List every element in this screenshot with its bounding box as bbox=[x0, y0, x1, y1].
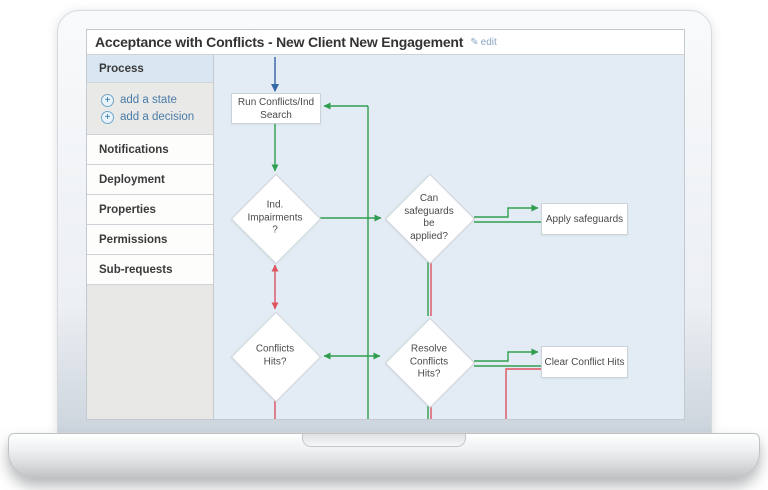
sidebar-item-notifications[interactable]: Notifications bbox=[87, 135, 213, 165]
node-label: Can safeguards be applied? bbox=[404, 193, 454, 242]
edit-label: edit bbox=[480, 36, 497, 48]
node-ind-impairments[interactable]: Ind. Impairments ? bbox=[230, 173, 322, 265]
node-label: Apply safeguards bbox=[545, 213, 624, 225]
add-state-label: add a state bbox=[120, 94, 177, 106]
flow-connectors bbox=[271, 57, 544, 419]
sidebar-add-panel: + add a state + add a decision bbox=[87, 83, 213, 135]
node-apply-safeguards[interactable]: Apply safeguards bbox=[541, 203, 628, 235]
sidebar-filler bbox=[87, 285, 213, 419]
laptop-base bbox=[8, 433, 760, 478]
sidebar: Process + add a state + add a decision N… bbox=[87, 55, 214, 419]
sidebar-item-deployment[interactable]: Deployment bbox=[87, 165, 213, 195]
laptop-screen: Acceptance with Conflicts - New Client N… bbox=[57, 10, 712, 433]
add-decision-label: add a decision bbox=[120, 111, 195, 123]
page-title: Acceptance with Conflicts - New Client N… bbox=[95, 34, 464, 50]
sidebar-item-properties[interactable]: Properties bbox=[87, 195, 213, 225]
workflow-canvas[interactable]: Run Conflicts/Ind Search Ind. Impairment… bbox=[214, 55, 684, 419]
node-label: Run Conflicts/Ind Search bbox=[237, 96, 315, 121]
node-can-safeguards[interactable]: Can safeguards be applied? bbox=[384, 173, 476, 265]
sidebar-item-permissions[interactable]: Permissions bbox=[87, 225, 213, 255]
workflow-editor-window: Acceptance with Conflicts - New Client N… bbox=[86, 29, 685, 420]
node-run-conflicts-search[interactable]: Run Conflicts/Ind Search bbox=[231, 93, 321, 124]
pencil-icon: ✎ bbox=[470, 36, 479, 48]
window-body: Process + add a state + add a decision N… bbox=[87, 55, 684, 419]
sidebar-item-process[interactable]: Process bbox=[87, 55, 213, 83]
laptop-lid-notch bbox=[302, 434, 466, 447]
node-resolve-conflicts[interactable]: Resolve Conflicts Hits? bbox=[384, 317, 476, 409]
add-state-link[interactable]: + add a state bbox=[101, 93, 213, 107]
add-decision-link[interactable]: + add a decision bbox=[101, 110, 213, 124]
node-conflicts-hits[interactable]: Conflicts Hits? bbox=[230, 311, 322, 403]
node-label: Resolve Conflicts Hits? bbox=[409, 343, 449, 380]
node-label: Ind. Impairments ? bbox=[247, 199, 303, 236]
plus-icon: + bbox=[101, 93, 114, 107]
window-titlebar: Acceptance with Conflicts - New Client N… bbox=[87, 30, 684, 55]
node-label: Conflicts Hits? bbox=[255, 343, 295, 368]
edit-title-link[interactable]: ✎ edit bbox=[470, 37, 497, 48]
sidebar-item-sub-requests[interactable]: Sub-requests bbox=[87, 255, 213, 285]
node-label: Clear Conflict Hits bbox=[544, 356, 625, 368]
plus-icon: + bbox=[101, 110, 114, 124]
node-clear-conflict-hits[interactable]: Clear Conflict Hits bbox=[541, 346, 628, 378]
